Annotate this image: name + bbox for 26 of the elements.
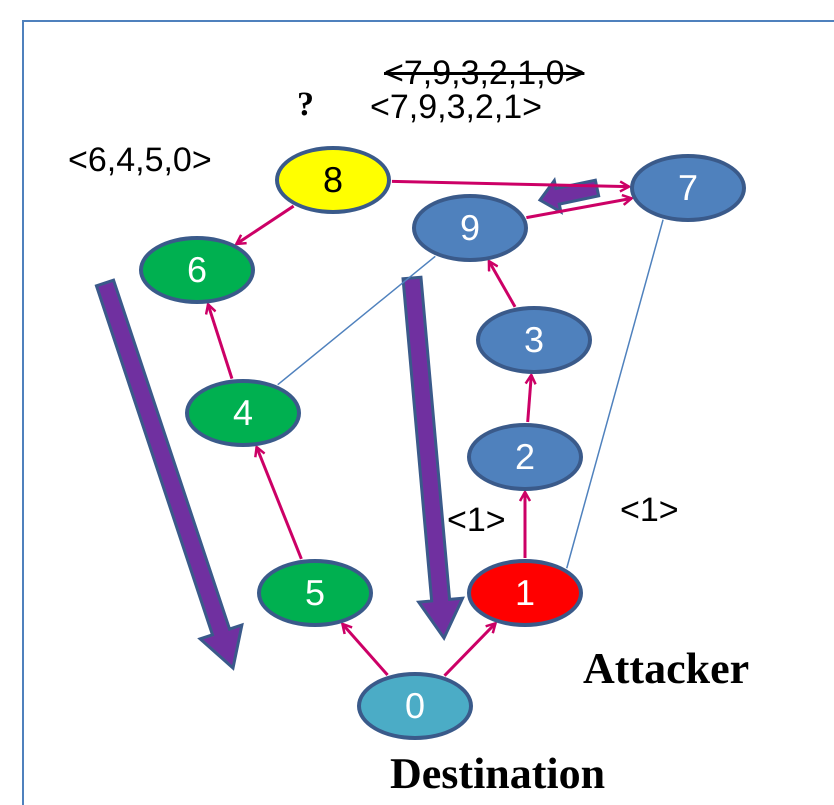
node-label: 7 [678,170,698,206]
arrow [524,374,537,422]
arrow [526,194,633,220]
node-label: 2 [514,439,536,475]
path-label: <1> [447,503,506,537]
node-caption: Attacker [583,647,750,691]
node-label: 1 [514,575,536,611]
node-label: 0 [404,688,426,724]
arrow [235,204,294,246]
path-label: <1> [620,493,679,527]
arrow [392,180,630,193]
path-label: <7,9,3,2,1> [370,90,542,124]
node-label: 6 [186,252,208,288]
node-caption: Destination [390,752,606,796]
node-caption: ? [297,88,314,122]
node-label: 5 [304,575,326,611]
node-label: 8 [322,162,344,198]
arrow [204,303,234,380]
arrow [488,260,516,308]
node-label: 4 [232,395,254,431]
path-label-struck: <7,9,3,2,1,0> [384,56,584,90]
arrow [518,490,532,558]
node-label: 9 [460,210,480,246]
arrow [254,446,303,560]
path-label: <6,4,5,0> [68,143,212,177]
node-label: 3 [524,322,544,358]
